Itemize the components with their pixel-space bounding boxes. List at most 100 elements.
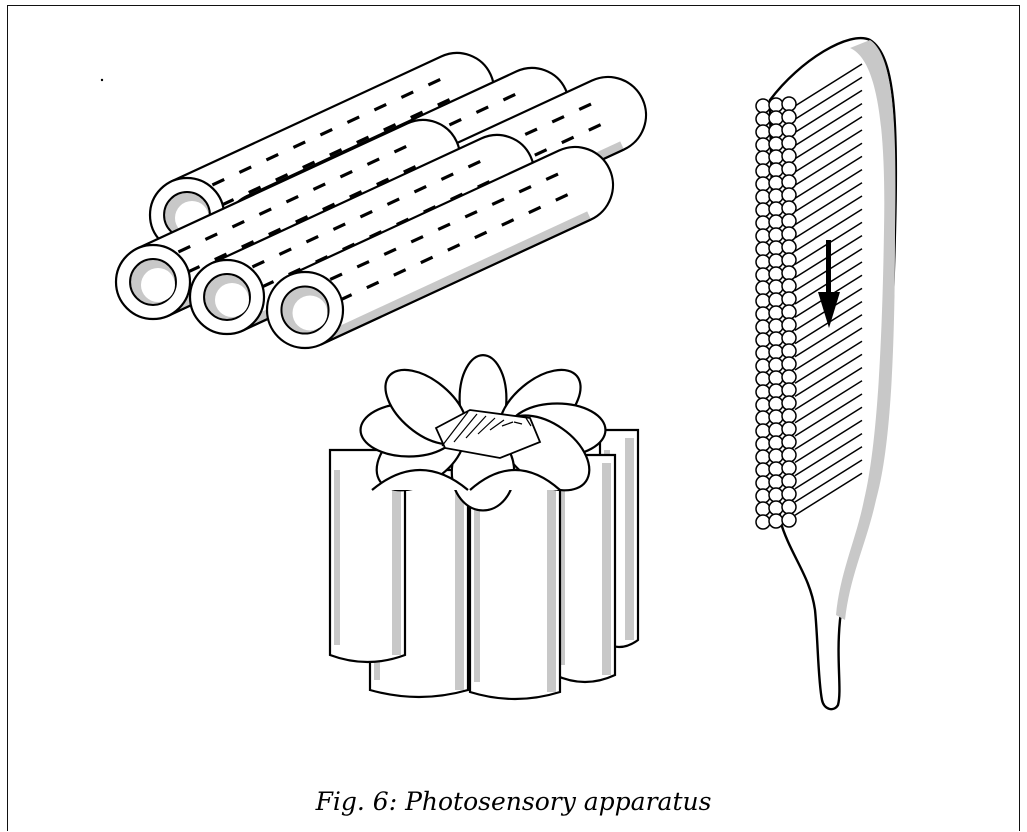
microvillus-end xyxy=(756,216,770,230)
microvillus-end xyxy=(769,215,783,229)
microvillus-end xyxy=(782,162,796,176)
microvillus-end xyxy=(782,305,796,319)
microvillus-end xyxy=(782,214,796,228)
microvillus-end xyxy=(769,410,783,424)
microvillus-end xyxy=(769,98,783,112)
microvillus-end xyxy=(769,423,783,437)
rhabdom-rosette xyxy=(330,355,638,699)
microvillus-end xyxy=(769,254,783,268)
microvillus-end xyxy=(782,123,796,137)
microvillus-end xyxy=(782,370,796,384)
microvillus-end xyxy=(769,241,783,255)
microvillus-end xyxy=(782,435,796,449)
microvillus-end xyxy=(782,136,796,150)
microvillus-end xyxy=(756,450,770,464)
microvillus-end xyxy=(782,201,796,215)
microvillus-end xyxy=(782,357,796,371)
microvillus-end xyxy=(782,110,796,124)
microvillus-end xyxy=(756,385,770,399)
microvillus-end xyxy=(769,228,783,242)
microvillus-end xyxy=(769,514,783,528)
microvillus-end xyxy=(769,189,783,203)
microvillus-end xyxy=(756,437,770,451)
speck xyxy=(101,79,103,81)
microvillus-end xyxy=(756,320,770,334)
microvillus-end xyxy=(756,177,770,191)
microvillus-end xyxy=(782,383,796,397)
microvillus-end xyxy=(782,97,796,111)
column-shade xyxy=(474,490,480,682)
tube-inner xyxy=(141,268,175,302)
microvillus-end xyxy=(756,294,770,308)
microvillus-end xyxy=(769,319,783,333)
microvillus-end xyxy=(769,293,783,307)
microvillus-end xyxy=(782,266,796,280)
microvillus-end xyxy=(782,188,796,202)
microvillus-end xyxy=(769,280,783,294)
microvillus-end xyxy=(782,175,796,189)
microvillus-end xyxy=(756,138,770,152)
microvillus-end xyxy=(782,487,796,501)
microvillus-end xyxy=(769,371,783,385)
microvillus-end xyxy=(769,436,783,450)
microvillus-end xyxy=(756,164,770,178)
microvillus-end xyxy=(782,396,796,410)
microvillus-end xyxy=(769,202,783,216)
microvillus-end xyxy=(756,489,770,503)
microvillus-end xyxy=(782,461,796,475)
microvillus-end xyxy=(756,398,770,412)
microvillus-end xyxy=(782,344,796,358)
microvillus-end xyxy=(769,267,783,281)
microvillus-end xyxy=(782,331,796,345)
microvillus-end xyxy=(782,149,796,163)
microvillus-end xyxy=(769,449,783,463)
microvillus-end xyxy=(756,411,770,425)
column-shade xyxy=(602,463,611,675)
microvillus-end xyxy=(782,253,796,267)
microvillus-end xyxy=(782,318,796,332)
microvillus-end xyxy=(756,463,770,477)
arrow-shaft xyxy=(826,240,831,296)
microvillus-end xyxy=(756,359,770,373)
column-shade xyxy=(334,470,340,645)
microvillar-cell xyxy=(756,38,896,709)
microvillus-end xyxy=(756,424,770,438)
microvillus-end xyxy=(769,124,783,138)
microvillus-end xyxy=(756,502,770,516)
microvillus-end xyxy=(756,346,770,360)
tube-inner xyxy=(215,283,249,317)
microvillus-end xyxy=(782,513,796,527)
microvillus-end xyxy=(782,292,796,306)
microvillus-end xyxy=(769,358,783,372)
microvillus-end xyxy=(756,125,770,139)
microvillus-end xyxy=(769,488,783,502)
microvillus-end xyxy=(756,333,770,347)
microvillus-end xyxy=(756,190,770,204)
microvillus-end xyxy=(782,227,796,241)
microvillus-end xyxy=(782,500,796,514)
microvillus-end xyxy=(756,372,770,386)
tube-bundle xyxy=(101,53,646,348)
column-shade xyxy=(455,478,464,690)
microvillus-end xyxy=(769,345,783,359)
microvillus-end xyxy=(769,306,783,320)
microvillus-end xyxy=(756,255,770,269)
microvillus-end xyxy=(782,448,796,462)
microvillus-end xyxy=(769,150,783,164)
microvillus-end xyxy=(769,384,783,398)
microvillus-end xyxy=(769,462,783,476)
microvillus-end xyxy=(769,501,783,515)
microvillus-end xyxy=(782,409,796,423)
tube-inner xyxy=(293,296,328,331)
microvillus-end xyxy=(756,99,770,113)
microvillus-end xyxy=(782,279,796,293)
microvillus-end xyxy=(769,475,783,489)
microvillus-end xyxy=(769,176,783,190)
microvillus-end xyxy=(756,281,770,295)
column-shade xyxy=(625,438,634,640)
microvillus-end xyxy=(782,474,796,488)
microvillus-end xyxy=(769,397,783,411)
figure-caption: Fig. 6: Photosensory apparatus xyxy=(0,787,1027,816)
column-shade xyxy=(547,478,556,692)
